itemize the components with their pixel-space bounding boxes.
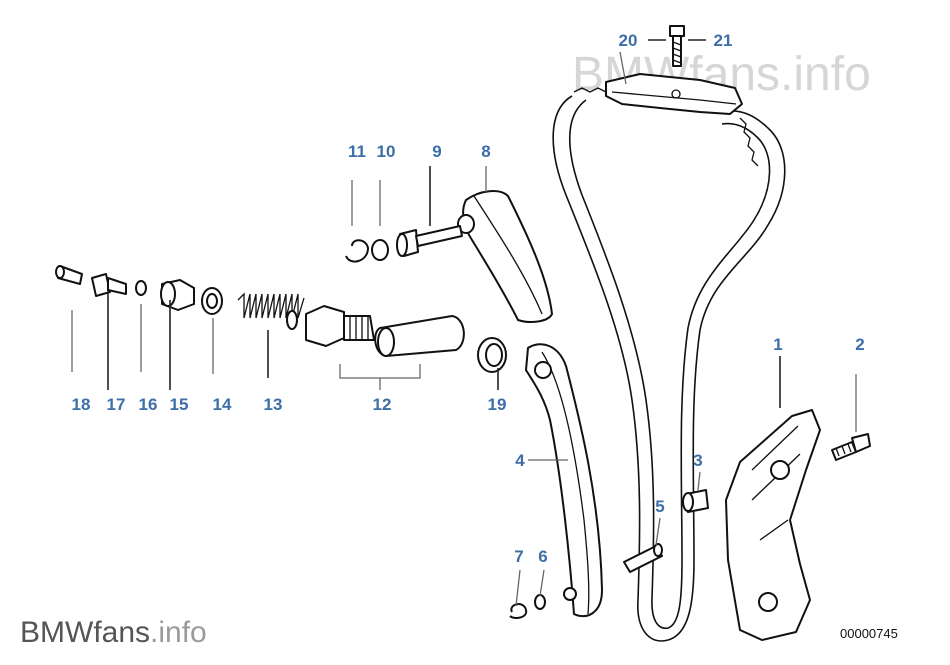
- washer-6: [534, 594, 546, 610]
- callout-3: 3: [693, 451, 702, 470]
- callout-20: 20: [619, 31, 638, 50]
- ring-19: [477, 337, 507, 373]
- chain-tensioner-12: [305, 305, 465, 357]
- callout-2: 2: [855, 335, 864, 354]
- valve-17: [91, 273, 127, 297]
- bolt-2: [831, 433, 871, 461]
- clip-7: [509, 603, 528, 619]
- tensioner-rail-8: [457, 190, 553, 323]
- bushing-3: [682, 489, 709, 513]
- diagram-code: 00000745: [840, 626, 898, 641]
- callout-11: 11: [348, 142, 366, 161]
- guide-rail-4: [525, 343, 603, 618]
- sleeve-18: [55, 265, 83, 285]
- callout-9: 9: [432, 142, 441, 161]
- callout-10: 10: [377, 142, 396, 161]
- upper-guide-rail: [605, 73, 743, 115]
- callout-13: 13: [264, 395, 283, 414]
- callout-7: 7: [514, 547, 523, 566]
- pin-9: [396, 225, 463, 257]
- dowel-pin-5: [623, 543, 663, 573]
- callout-17: 17: [107, 395, 126, 414]
- o-ring-10: [371, 239, 389, 261]
- callout-19: 19: [488, 395, 507, 414]
- bolt-21: [669, 25, 685, 67]
- callout-labels: 1 2 3 4 5 6 7 8 9 10 11 12 13 14 15 16 1…: [72, 31, 865, 566]
- callout-15: 15: [170, 395, 189, 414]
- callout-21: 21: [714, 31, 733, 50]
- snap-ring-11: [345, 239, 369, 263]
- callout-1: 1: [773, 335, 782, 354]
- callout-5: 5: [655, 497, 664, 516]
- plug-15: [160, 279, 195, 311]
- watermark-bottom: BMWfans.info: [20, 616, 207, 649]
- callout-18: 18: [72, 395, 91, 414]
- callout-8: 8: [481, 142, 490, 161]
- callout-6: 6: [538, 547, 547, 566]
- leader-lines: [71, 39, 857, 607]
- washer-14: [201, 287, 223, 315]
- spring-13: [237, 292, 305, 330]
- callout-4: 4: [515, 451, 525, 470]
- callout-16: 16: [139, 395, 158, 414]
- callout-14: 14: [213, 395, 232, 414]
- seal-16: [135, 280, 147, 296]
- guide-rail-1: [725, 409, 821, 641]
- callout-12: 12: [373, 395, 392, 414]
